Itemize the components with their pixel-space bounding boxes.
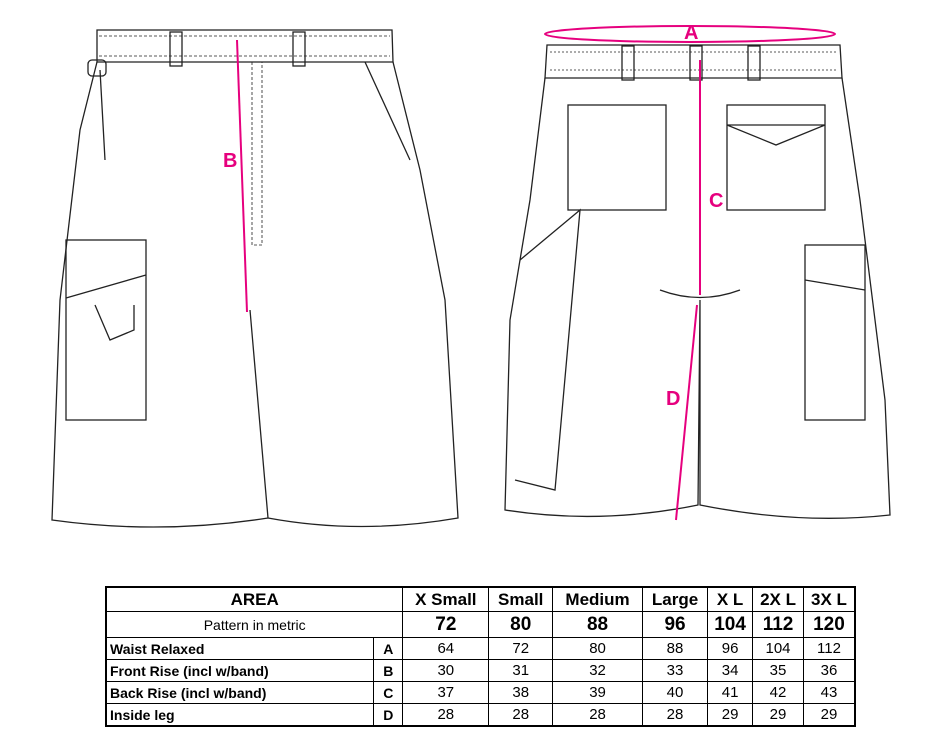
size-header: Large [641,586,709,612]
value-cell: 64 [402,637,490,660]
value-cell: 37 [402,681,490,704]
value-cell: 32 [552,659,643,682]
value-cell: 88 [641,637,709,660]
measure-label-b: B [223,150,238,172]
back-view-drawing [504,44,891,519]
value-cell: 40 [641,681,709,704]
size-header: Medium [552,586,643,612]
measurement-code: C [373,681,404,704]
area-header: AREA [105,586,404,612]
size-header: X L [707,586,754,612]
value-cell: 34 [707,659,754,682]
value-cell: 38 [488,681,554,704]
pattern-row: Pattern in metric 72 80 88 96 104 112 12… [105,611,856,638]
measurement-code: B [373,659,404,682]
value-cell: 42 [752,681,804,704]
measurement-lines [236,25,836,521]
value-cell: 41 [707,681,754,704]
measure-label-a: A [684,22,699,44]
value-cell: 72 [488,637,554,660]
value-cell: 96 [707,637,754,660]
value-cell: 28 [488,703,554,727]
value-cell: 39 [552,681,643,704]
value-cell: 112 [802,637,856,660]
pattern-cell: 104 [707,611,754,638]
value-cell: 104 [752,637,804,660]
size-header: X Small [402,586,490,612]
size-header: 3X L [802,586,856,612]
pattern-cell: 120 [802,611,856,638]
value-cell: 30 [402,659,490,682]
pattern-cell: 112 [752,611,804,638]
value-cell: 36 [802,659,856,682]
value-cell: 29 [752,703,804,727]
measure-label-c: C [709,190,724,212]
shorts-drawings [51,25,891,528]
size-chart-table: AREA X Small Small Medium Large X L 2X L… [105,586,856,727]
pattern-cell: 80 [488,611,554,638]
measurement-name: Inside leg [105,703,375,727]
value-cell: 35 [752,659,804,682]
pattern-cell: 96 [641,611,709,638]
pattern-cell: 88 [552,611,643,638]
value-cell: 28 [402,703,490,727]
measurement-code: A [373,637,404,660]
value-cell: 31 [488,659,554,682]
value-cell: 28 [641,703,709,727]
measurement-name: Front Rise (incl w/band) [105,659,375,682]
measure-label-d: D [666,388,681,410]
value-cell: 28 [552,703,643,727]
value-cell: 33 [641,659,709,682]
pattern-cell: 72 [402,611,490,638]
pattern-label: Pattern in metric [105,611,404,638]
value-cell: 29 [707,703,754,727]
measurement-name: Waist Relaxed [105,637,375,660]
measurement-name: Back Rise (incl w/band) [105,681,375,704]
size-header: Small [488,586,554,612]
value-cell: 80 [552,637,643,660]
measurement-code: D [373,703,404,727]
front-view-drawing [51,29,459,528]
table-header-row: AREA X Small Small Medium Large X L 2X L… [105,586,856,612]
value-cell: 43 [802,681,856,704]
value-cell: 29 [802,703,856,727]
size-header: 2X L [752,586,804,612]
